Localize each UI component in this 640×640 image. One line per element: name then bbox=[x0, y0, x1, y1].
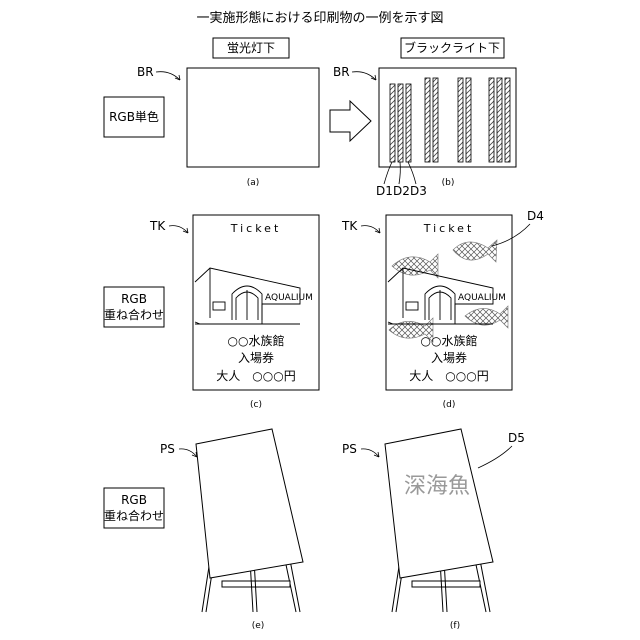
stripe bbox=[458, 78, 463, 162]
price-label: 大人 ○○○円 bbox=[409, 369, 488, 383]
leader-d5 bbox=[478, 446, 512, 468]
caption-e: (e) bbox=[252, 621, 265, 631]
building-sign: AQUALIUM bbox=[265, 293, 313, 303]
label-d4: D4 bbox=[527, 209, 544, 223]
label-ps-e: PS bbox=[160, 442, 175, 456]
poster-easel-f bbox=[385, 429, 493, 612]
header-blacklight: ブラックライト下 bbox=[404, 40, 500, 55]
stripe bbox=[398, 84, 403, 162]
price-label: 大人 ○○○円 bbox=[216, 369, 295, 383]
label-br-a: BR bbox=[137, 65, 154, 79]
mode-overlay-line1: RGB bbox=[121, 292, 147, 306]
label-tk-d: TK bbox=[341, 219, 358, 233]
label-d5: D5 bbox=[508, 431, 525, 445]
poster-board bbox=[196, 429, 303, 578]
ticket-d: Ticket AQUALIUM ○○水族館 入場券 大人 ○○○円 bbox=[386, 215, 512, 390]
stripe bbox=[505, 78, 510, 162]
caption-b: (b) bbox=[442, 178, 455, 188]
label-d1: D1 bbox=[376, 184, 393, 198]
stripe bbox=[497, 78, 502, 162]
label-br-b: BR bbox=[333, 65, 350, 79]
hidden-text: 深海魚 bbox=[404, 474, 470, 499]
stripe bbox=[466, 78, 471, 162]
mode-overlay-line1: RGB bbox=[121, 493, 147, 507]
stripe bbox=[489, 78, 494, 162]
building-sign: AQUALIUM bbox=[458, 293, 506, 303]
label-tk-c: TK bbox=[149, 219, 166, 233]
ticket-c: Ticket AQUALIUM ○○水族館 入場券 大人 ○○○円 bbox=[193, 215, 319, 390]
venue-name: ○○水族館 bbox=[228, 333, 285, 348]
stripe bbox=[390, 84, 395, 162]
ticket-heading: Ticket bbox=[423, 222, 475, 235]
ticket-heading: Ticket bbox=[230, 222, 282, 235]
stripe bbox=[425, 78, 430, 162]
caption-a: (a) bbox=[247, 178, 260, 188]
poster-easel-e bbox=[196, 429, 303, 612]
caption-c: (c) bbox=[250, 400, 262, 410]
stripe bbox=[406, 84, 411, 162]
transition-arrow bbox=[330, 101, 371, 141]
caption-f: (f) bbox=[450, 621, 460, 631]
label-d2: D2 bbox=[393, 184, 410, 198]
mode-overlay-line2: 重ね合わせ bbox=[104, 307, 164, 322]
print-blank-a bbox=[187, 68, 319, 167]
mode-single: RGB単色 bbox=[109, 110, 159, 124]
caption-d: (d) bbox=[443, 400, 456, 410]
label-d3: D3 bbox=[410, 184, 427, 198]
label-ps-f: PS bbox=[342, 442, 357, 456]
admission-label: 入場券 bbox=[431, 350, 467, 365]
poster-board bbox=[385, 429, 493, 578]
mode-overlay-line2: 重ね合わせ bbox=[104, 508, 164, 523]
venue-name: ○○水族館 bbox=[421, 333, 478, 348]
figure-title: 一実施形態における印刷物の一例を示す図 bbox=[196, 10, 443, 26]
admission-label: 入場券 bbox=[238, 350, 274, 365]
header-fluorescent: 蛍光灯下 bbox=[227, 41, 275, 55]
stripe bbox=[433, 78, 438, 162]
